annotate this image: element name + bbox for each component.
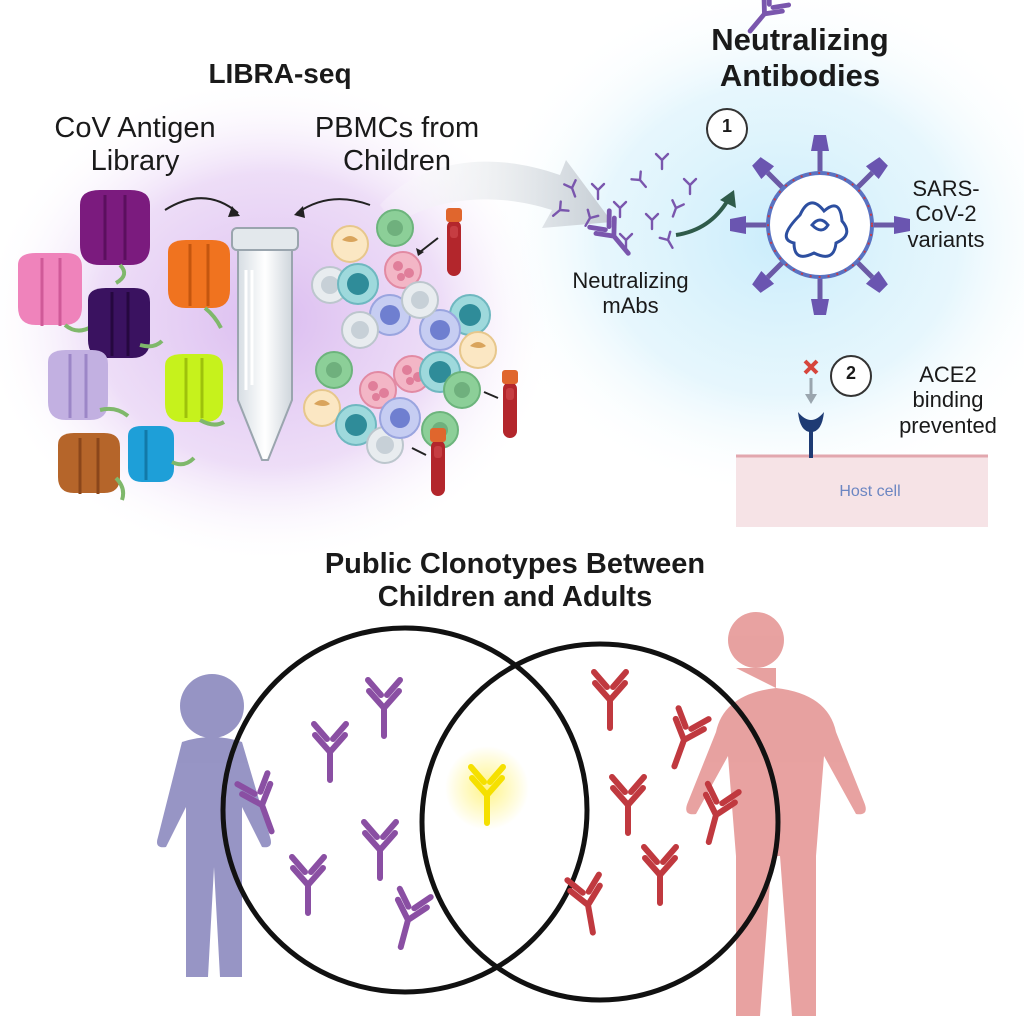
adults-venn-circle bbox=[419, 641, 781, 1003]
antigen-protein-icon bbox=[80, 190, 150, 285]
sars-cov-2-label: SARS- CoV-2 variants bbox=[907, 176, 985, 252]
step-2-number: 2 bbox=[845, 363, 856, 383]
neutralizing-antibodies-title: Neutralizing Antibodies bbox=[711, 22, 889, 93]
neutralizing-mabs-label: Neutralizing mAbs bbox=[572, 268, 689, 319]
antigen-library-label: CoV Antigen Library bbox=[54, 112, 216, 178]
virus-icon bbox=[730, 135, 910, 315]
libra-seq-title: LIBRA-seq bbox=[208, 58, 352, 89]
pbmc-label: PBMCs from Children bbox=[314, 112, 480, 178]
blood-tube-icon bbox=[446, 208, 462, 276]
children-venn-circle bbox=[220, 625, 590, 995]
ace2-label: ACE2 binding prevented bbox=[899, 362, 997, 438]
host-cell bbox=[736, 455, 988, 527]
blood-tube-icon bbox=[502, 370, 518, 438]
step-2-marker bbox=[830, 355, 872, 397]
children-antibodies bbox=[237, 680, 430, 951]
public-clonotype-glow bbox=[445, 746, 529, 830]
antigen-protein-icon bbox=[58, 433, 126, 501]
antigen-protein-icon bbox=[128, 426, 196, 482]
child-silhouette-icon bbox=[157, 674, 271, 977]
antigen-protein-icon bbox=[168, 240, 230, 329]
conical-tube-icon bbox=[231, 227, 299, 461]
adult-antibodies bbox=[567, 672, 738, 935]
public-clonotypes-title: Public Clonotypes Between Children and A… bbox=[324, 548, 706, 614]
blood-tube-icon bbox=[430, 428, 446, 496]
antigen-protein-icon bbox=[88, 288, 164, 358]
host-cell-label: Host cell bbox=[839, 483, 901, 500]
transfer-arrow bbox=[380, 160, 612, 228]
block-x-icon bbox=[803, 359, 819, 404]
mab-binding-arrow bbox=[675, 198, 730, 237]
neutralization-glow bbox=[480, 0, 1024, 500]
antigen-protein-icon bbox=[48, 350, 130, 420]
antigen-protein-icon bbox=[18, 253, 92, 333]
antigen-protein-icon bbox=[165, 354, 226, 427]
ace2-receptor-icon bbox=[798, 412, 824, 458]
step-1-marker bbox=[706, 108, 748, 150]
step-1-number: 1 bbox=[721, 116, 732, 136]
